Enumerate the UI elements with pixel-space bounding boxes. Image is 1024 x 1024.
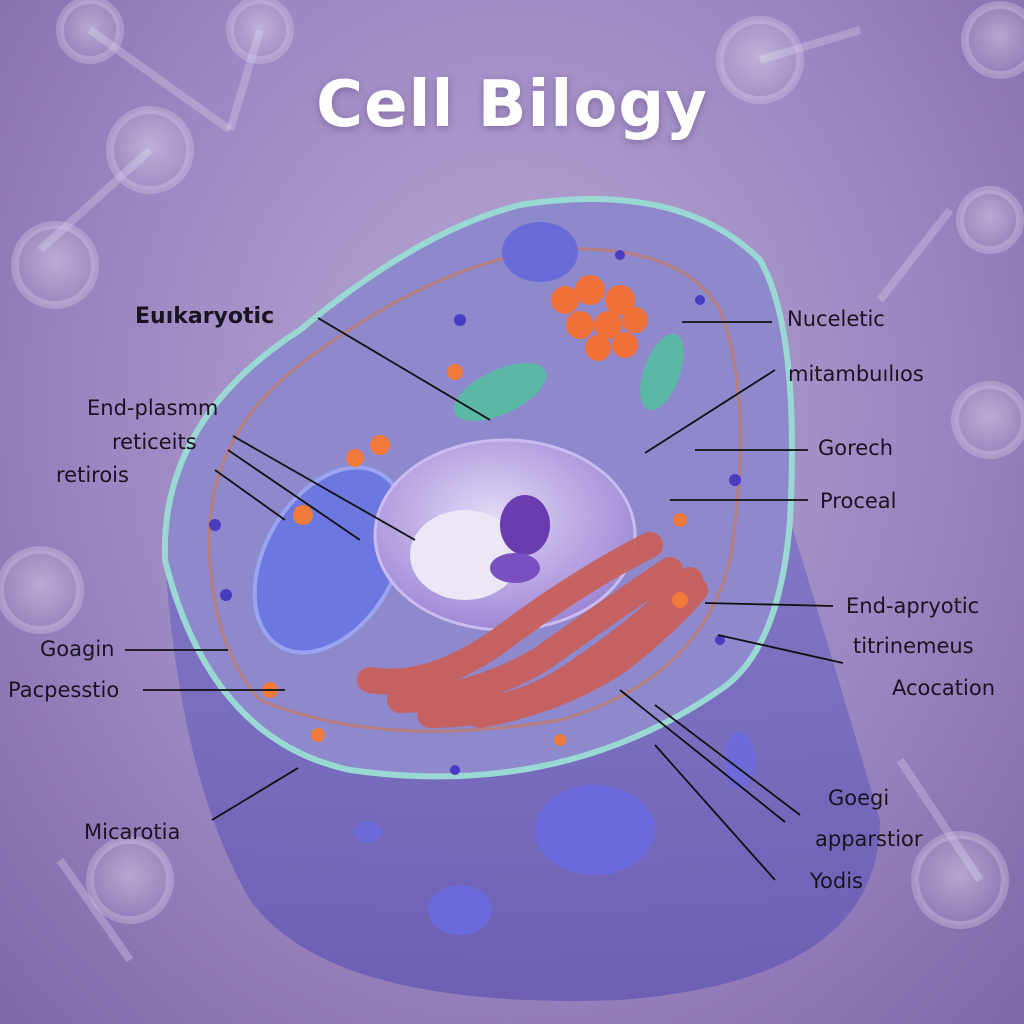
label-mitambulios: mitambuılıos (788, 362, 924, 386)
label-apparstior: apparstior (815, 827, 923, 851)
label-eukaryotic: Euıkaryotic (135, 304, 275, 329)
label-acocation: Acocation (892, 676, 996, 700)
organelles (209, 222, 755, 935)
label-goegi: Goegi (828, 786, 890, 810)
label-retirois: retirois (56, 463, 129, 487)
leader-lines (125, 317, 844, 881)
label-proceal: Proceal (820, 489, 897, 513)
label-pacpesstio: Pacpesstio (8, 678, 120, 702)
label-end-apryotic: End-apryotic (846, 594, 980, 618)
label-yodis: Yodis (810, 869, 863, 893)
label-reticeits: reticeits (112, 430, 197, 454)
label-end-plasmm: End-plasmm (87, 396, 219, 420)
label-titrinemeus: titrinemeus (853, 634, 974, 658)
golgi-apparatus (357, 532, 708, 728)
ribosome-cluster (551, 275, 648, 361)
page-title: Cell Bilogy (316, 68, 708, 142)
label-micarotia: Micarotia (84, 820, 181, 844)
label-goagin: Goagin (40, 637, 115, 661)
label-gorech: Gorech (818, 436, 894, 460)
label-nuceletic: Nuceletic (787, 307, 885, 331)
